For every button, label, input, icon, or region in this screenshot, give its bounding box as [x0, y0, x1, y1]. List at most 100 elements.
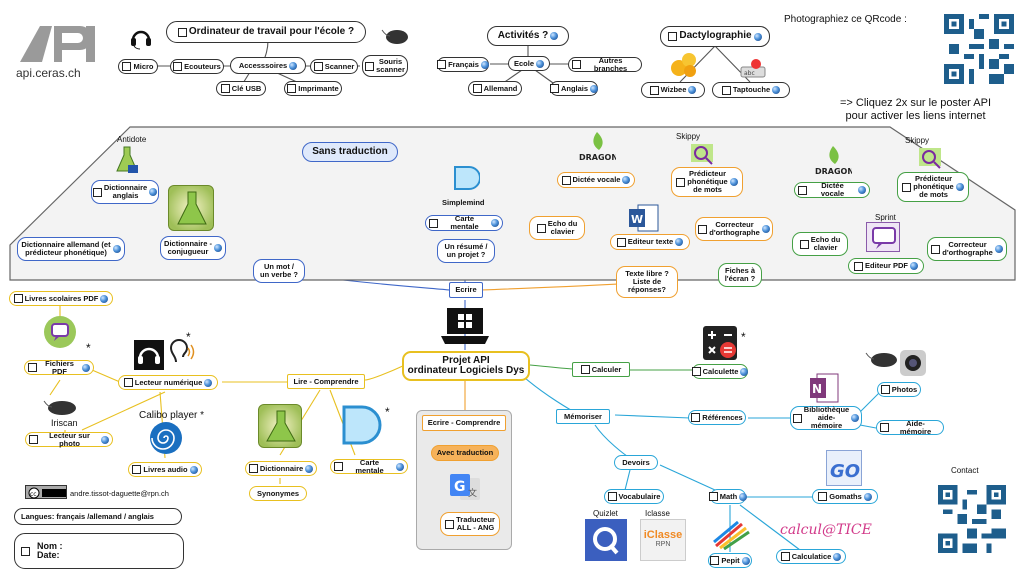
checkbox-icon[interactable] [248, 464, 258, 473]
checkbox-icon[interactable] [536, 223, 546, 233]
mot-verbe-node[interactable]: Un mot / un verbe ? [253, 259, 305, 283]
nom-date-box[interactable]: Nom : Date: [14, 533, 184, 569]
dictionnaire-node[interactable]: Dictionnaire [245, 461, 317, 476]
link-globe-icon[interactable] [994, 245, 1003, 253]
checkbox-icon[interactable] [92, 187, 102, 197]
projet-api-center-node[interactable]: Projet API ordinateur Logiciels Dys [402, 351, 530, 381]
ecouteurs-node[interactable]: Ecouteurs [170, 59, 224, 74]
link-globe-icon[interactable] [740, 367, 749, 376]
cle-usb-node[interactable]: Clé USB [216, 81, 266, 96]
checkbox-icon[interactable] [668, 32, 678, 41]
checkbox-icon[interactable] [792, 413, 802, 423]
editeur-pdf-node[interactable]: Editeur PDF [848, 258, 924, 274]
francais-node[interactable]: Français [437, 57, 489, 72]
link-globe-icon[interactable] [590, 84, 599, 93]
checkbox-icon[interactable] [173, 62, 183, 71]
traducteur-node[interactable]: Traducteur ALL - ANG [440, 512, 500, 536]
calculette-node[interactable]: Calculette [691, 364, 749, 379]
checkbox-icon[interactable] [123, 378, 133, 387]
ecrire-node[interactable]: Ecrire [449, 282, 483, 298]
wizbee-node[interactable]: Wizbee [641, 82, 705, 98]
checkbox-icon[interactable] [854, 261, 864, 271]
livres-audio-node[interactable]: Livres audio [128, 462, 202, 477]
link-globe-icon[interactable] [753, 32, 762, 41]
qr-code-contact[interactable] [938, 485, 1006, 553]
link-globe-icon[interactable] [149, 188, 158, 196]
bibliotheque-node[interactable]: Bibliothèque aide-mémoire [790, 406, 862, 430]
link-globe-icon[interactable] [909, 262, 918, 270]
link-globe-icon[interactable] [622, 176, 631, 184]
vocabulaire-node[interactable]: Vocabulaire [604, 489, 664, 504]
checkbox-icon[interactable] [132, 465, 142, 474]
resume-projet-node[interactable]: Un résumé / un projet ? [437, 239, 495, 263]
calculer-node[interactable]: Calculer [572, 362, 630, 377]
lire-comprendre-node[interactable]: Lire - Comprendre [287, 374, 365, 389]
checkbox-icon[interactable] [780, 552, 790, 561]
checkbox-icon[interactable] [177, 27, 187, 37]
checkbox-icon[interactable] [649, 85, 659, 95]
checkbox-icon[interactable] [698, 224, 708, 234]
link-globe-icon[interactable] [741, 556, 750, 565]
link-globe-icon[interactable] [739, 492, 748, 501]
fichiers-pdf-node[interactable]: Fichiers PDF [24, 359, 94, 375]
predicteur-node-2[interactable]: Prédicteur phonétique de mots [897, 172, 969, 202]
lecteur-numerique-node[interactable]: Lecteur numérique [118, 375, 218, 390]
ecrire-comprendre-node[interactable]: Ecrire - Comprendre [422, 415, 506, 431]
link-globe-icon[interactable] [100, 294, 109, 303]
checkbox-icon[interactable] [818, 492, 828, 501]
synonymes-node[interactable]: Synonymes [249, 486, 307, 501]
checkbox-icon[interactable] [572, 60, 581, 69]
checkbox-icon[interactable] [710, 556, 720, 565]
logo-site[interactable]: api.ceras.ch [16, 66, 81, 80]
anglais-node[interactable]: Anglais [549, 81, 599, 96]
editeur-texte-node[interactable]: Editeur texte [610, 234, 690, 250]
scanner-node[interactable]: Scanner [310, 59, 358, 74]
checkbox-icon[interactable] [561, 175, 571, 185]
checkbox-icon[interactable] [429, 218, 438, 228]
qr-code-top[interactable] [944, 14, 1014, 84]
memoriser-node[interactable]: Mémoriser [556, 409, 610, 424]
link-globe-icon[interactable] [851, 414, 860, 422]
checkbox-icon[interactable] [580, 365, 590, 374]
accessories-node[interactable]: Accesssoires [230, 57, 306, 74]
link-globe-icon[interactable] [550, 32, 559, 40]
link-globe-icon[interactable] [955, 183, 964, 191]
link-globe-icon[interactable] [213, 244, 222, 252]
checkbox-icon[interactable] [220, 84, 230, 93]
link-globe-icon[interactable] [536, 59, 544, 68]
ecole-node[interactable]: Ecole [508, 56, 550, 71]
carte-mentale-bottom-node[interactable]: Carte mentale [330, 458, 408, 474]
dictee-vocale-node-2[interactable]: Dictée vocale [794, 182, 870, 198]
avec-traduction-node[interactable]: Avec traduction [431, 445, 499, 461]
souris-scanner-node[interactable]: Souris scanner [362, 55, 408, 77]
taptouche-node[interactable]: Taptouche [712, 82, 790, 98]
activities-node[interactable]: Activités ? [487, 26, 569, 46]
link-globe-icon[interactable] [772, 86, 781, 94]
link-globe-icon[interactable] [396, 462, 404, 471]
checkbox-icon[interactable] [691, 367, 701, 376]
checkbox-icon[interactable] [472, 84, 482, 93]
link-globe-icon[interactable] [491, 219, 499, 227]
link-globe-icon[interactable] [858, 186, 866, 194]
photos-node[interactable]: Photos [877, 382, 921, 397]
link-globe-icon[interactable] [688, 86, 697, 94]
dictionnaire-conjugueur-node[interactable]: Dictionnaire - conjugueur [160, 236, 226, 260]
checkbox-icon[interactable] [691, 413, 701, 422]
link-globe-icon[interactable] [675, 238, 684, 246]
correcteur-node-2[interactable]: Correcteur d'orthographe [927, 237, 1007, 261]
livres-scolaires-node[interactable]: Livres scolaires PDF [9, 291, 113, 306]
texte-libre-node[interactable]: Texte libre ? Liste de réponses? [616, 266, 678, 298]
checkbox-icon[interactable] [880, 385, 890, 394]
checkbox-icon[interactable] [313, 62, 323, 71]
checkbox-icon[interactable] [880, 423, 889, 432]
link-globe-icon[interactable] [112, 245, 121, 253]
checkbox-icon[interactable] [21, 546, 30, 556]
dictionnaire-allemand-node[interactable]: Dictionnaire allemand (et prédicteur pho… [17, 237, 125, 261]
link-globe-icon[interactable] [101, 435, 109, 444]
carte-mentale-top-node[interactable]: Carte mentale [425, 215, 503, 231]
link-globe-icon[interactable] [189, 465, 198, 474]
author-email[interactable]: andre.tissot-daguette@rpn.ch [70, 489, 169, 498]
autres-branches-node[interactable]: Autres branches [568, 56, 642, 72]
link-globe-icon[interactable] [305, 464, 314, 473]
link-globe-icon[interactable] [289, 61, 298, 70]
